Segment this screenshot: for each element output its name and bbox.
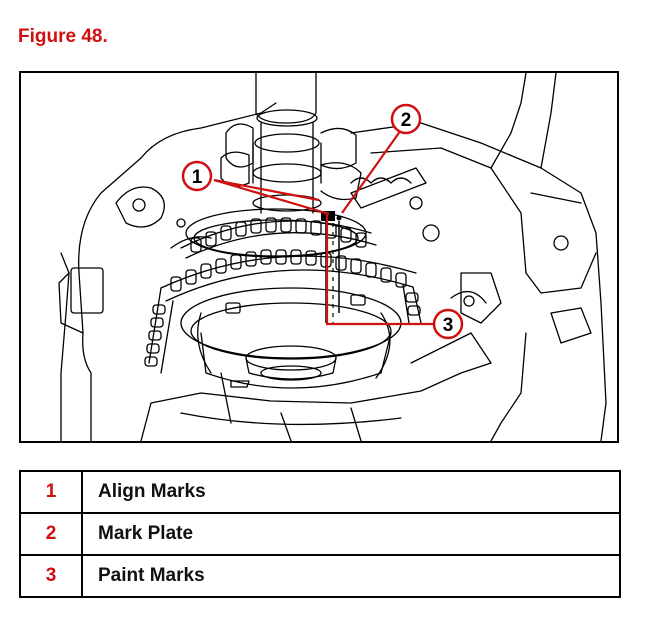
engine-diagram-frame: 1 2 3: [19, 71, 619, 443]
cylinder-head-outline: [350, 122, 607, 441]
legend-number: 1: [19, 470, 83, 514]
legend-number: 2: [19, 512, 83, 556]
chain-left-run: [144, 287, 174, 374]
chain-right-run: [402, 284, 422, 324]
legend-label: Paint Marks: [81, 554, 621, 598]
callout-3-label: 3: [443, 315, 454, 336]
timing-chain-diagram: 1 2 3: [58, 73, 607, 441]
legend-row: 3 Paint Marks: [19, 554, 621, 598]
legend-label: Mark Plate: [81, 512, 621, 556]
legend-number: 3: [19, 554, 83, 598]
legend-row: 2 Mark Plate: [19, 512, 621, 556]
legend-label: Align Marks: [81, 470, 621, 514]
engine-block-edge: [60, 252, 70, 441]
legend-table: 1 Align Marks 2 Mark Plate 3 Paint Marks: [19, 470, 621, 598]
valve-spring: [350, 177, 412, 184]
callout-3: 3: [432, 308, 464, 340]
upper-chain: [180, 217, 377, 259]
figure-title: Figure 48.: [18, 26, 108, 47]
callout-1: 1: [181, 160, 213, 192]
callout-1-label: 1: [192, 167, 203, 188]
lower-chain: [160, 249, 417, 302]
camshaft-column: [255, 73, 317, 124]
leader-lines: [213, 129, 446, 326]
callout-2: 2: [390, 103, 422, 135]
legend-row: 1 Align Marks: [19, 470, 621, 514]
callout-2-label: 2: [401, 110, 412, 131]
engine-block-outline: [78, 102, 277, 441]
